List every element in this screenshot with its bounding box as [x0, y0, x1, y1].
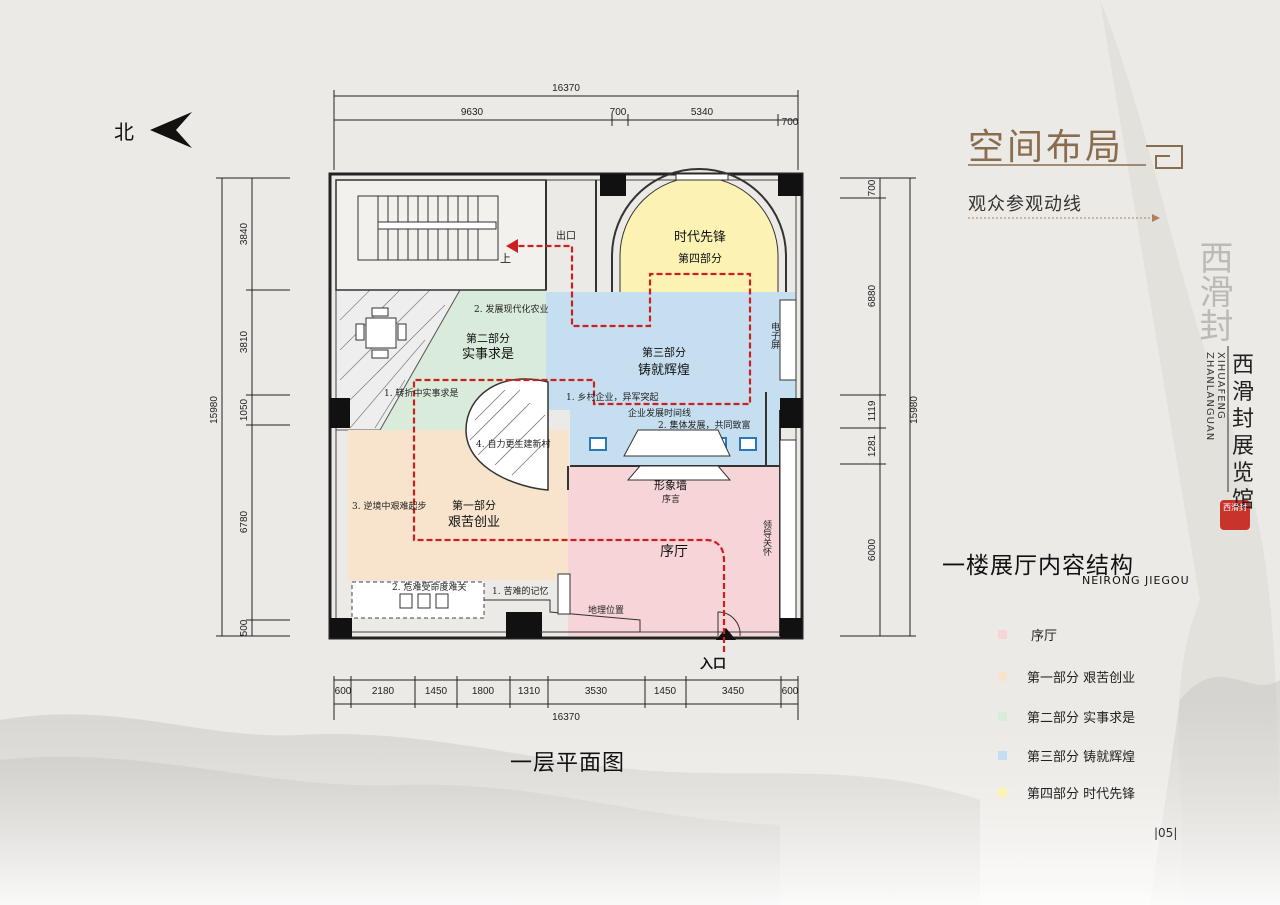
dim-left-2: 1050	[239, 398, 250, 421]
legend-swatch	[998, 629, 1007, 639]
zone-lobby-fill	[568, 466, 780, 636]
north-arrow-icon	[150, 112, 192, 148]
legend-swatch	[998, 711, 1007, 721]
dim-right-4: 6000	[867, 538, 878, 561]
legend-label: 第一部分 艰苦创业	[1027, 670, 1136, 686]
legend-swatch	[998, 787, 1007, 797]
zone-part2-title: 实事求是	[462, 347, 514, 362]
legend-swatch	[998, 671, 1007, 681]
label-p1-3: 3. 逆境中艰难起步	[352, 500, 426, 512]
legend-swatch	[998, 750, 1007, 760]
zone-part2-subtitle: 第二部分	[466, 331, 510, 345]
dim-top-1: 700	[610, 107, 627, 118]
dim-left-4: 500	[239, 619, 250, 636]
label-exit: 出口	[556, 229, 576, 242]
label-leader-care: 领导关怀	[761, 519, 772, 557]
structure-subtitle: NEIRONG JIEGOU	[1082, 574, 1190, 587]
legend-label: 第三部分 铸就辉煌	[1027, 749, 1136, 765]
seal-text: 西滑封	[1223, 503, 1247, 512]
label-p1-4: 4. 自力更生建新村	[476, 438, 550, 450]
dim-top-3: 700	[782, 117, 799, 128]
label-up: 上	[500, 252, 511, 265]
dim-bottom-1: 2180	[372, 686, 395, 697]
dim-bottom-3: 1800	[472, 686, 495, 697]
visitor-route	[412, 244, 752, 652]
legend-item-part2: 第二部分 实事求是	[998, 706, 1135, 726]
dim-bottom-2: 1450	[425, 686, 448, 697]
dim-top-0: 9630	[461, 107, 484, 118]
dim-right-3: 1281	[867, 434, 878, 457]
plan-caption: 一层平面图	[510, 751, 626, 776]
dim-bottom-total: 16370	[552, 712, 580, 723]
legend-item-part3: 第三部分 铸就辉煌	[998, 745, 1135, 765]
dim-bottom-4: 1310	[518, 686, 541, 697]
dim-left-total: 15980	[209, 396, 220, 424]
label-p1-2: 2. 危难受命度难关	[392, 581, 466, 593]
zone-part1-subtitle: 第一部分	[452, 498, 496, 512]
label-preface: 序言	[662, 493, 680, 505]
label-p2-1: 1. 转折中实事求是	[384, 387, 458, 399]
label-p2-2: 2. 发展现代化农业	[474, 303, 548, 315]
brand-name: 西滑封展览馆	[1232, 353, 1255, 513]
legend-item-lobby: 序厅	[998, 624, 1057, 644]
brand-pinyin: XIHUAFENG ZHANLANGUAN	[1204, 352, 1226, 442]
north-label: 北	[114, 120, 134, 144]
legend-label: 第四部分 时代先锋	[1027, 786, 1136, 802]
dim-bottom-6: 1450	[654, 686, 677, 697]
label-entrance: 入口	[700, 657, 726, 672]
label-p3-1: 1. 乡村企业，异军突起	[566, 391, 658, 403]
zone-part4-fill	[620, 177, 778, 292]
structure-title: 一楼展厅内容结构	[942, 553, 1134, 579]
brand-calligraphy: 西滑封	[1193, 240, 1280, 350]
legend-item-part1: 第一部分 艰苦创业	[998, 666, 1135, 686]
zone-part1-title: 艰苦创业	[448, 514, 500, 530]
dim-right-2: 1119	[867, 400, 878, 421]
zone-part4-title: 时代先锋	[674, 230, 726, 245]
dim-left-1: 3810	[239, 330, 250, 353]
zone-lobby-title: 序厅	[660, 544, 688, 560]
label-image-wall: 形象墙	[654, 478, 687, 492]
section-title: 空间布局	[968, 127, 1125, 168]
brand-calligraphy-text: 西滑封	[1193, 240, 1233, 342]
zone-part3-fill	[546, 292, 796, 410]
label-p1-1: 1. 苦难的记忆	[492, 585, 548, 597]
dim-bottom-5: 3530	[585, 686, 608, 697]
label-geo: 地理位置	[588, 604, 624, 616]
dim-bottom-0: 600	[335, 686, 352, 697]
legend-label: 第二部分 实事求是	[1027, 710, 1136, 726]
zone-part3-title: 铸就辉煌	[638, 362, 690, 378]
seal-stamp	[1220, 500, 1250, 530]
dim-right-0: 700	[867, 179, 878, 196]
legend-label: 序厅	[1031, 628, 1058, 644]
label-p3-2: 2. 集体发展，共同致富	[658, 419, 750, 431]
dim-right-1: 6880	[867, 284, 878, 307]
zone-part4-subtitle: 第四部分	[678, 251, 722, 265]
label-screen: 电子屏	[769, 321, 780, 350]
legend-item-part4: 第四部分 时代先锋	[998, 782, 1135, 802]
dim-left-3: 6780	[239, 510, 250, 533]
dim-bottom-8: 600	[782, 686, 799, 697]
dim-top-2: 5340	[691, 107, 714, 118]
section-subtitle: 观众参观动线	[968, 194, 1082, 215]
dim-top-total: 16370	[552, 83, 580, 94]
dim-right-total: 15980	[909, 396, 920, 424]
dim-left-0: 3840	[239, 222, 250, 245]
page-number: |05|	[1154, 826, 1178, 840]
zone-part3-subtitle: 第三部分	[642, 345, 686, 359]
label-timeline: 企业发展时间线	[628, 407, 691, 419]
dim-bottom-7: 3450	[722, 686, 745, 697]
